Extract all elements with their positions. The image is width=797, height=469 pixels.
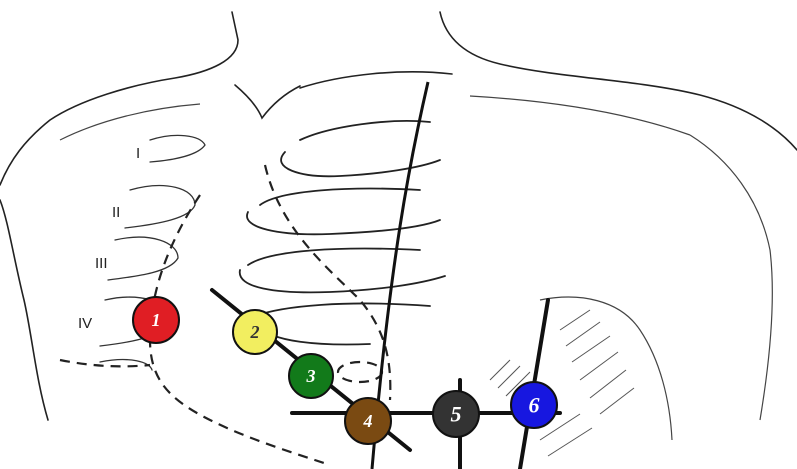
rib-label-1: I (136, 145, 140, 162)
electrode-6: 6 (511, 382, 557, 428)
heart-contour (60, 165, 390, 465)
electrode-label-4: 4 (363, 411, 373, 431)
electrode-4: 4 (345, 398, 391, 444)
rib-label-2: II (112, 204, 120, 221)
electrode-label-2: 2 (250, 322, 260, 342)
electrode-label-6: 6 (529, 393, 540, 418)
electrode-3: 3 (289, 354, 333, 398)
rib-label-3: III (95, 255, 108, 272)
electrode-1: 1 (133, 297, 179, 343)
electrode-label-5: 5 (451, 402, 462, 427)
electrode-label-1: 1 (152, 310, 161, 330)
rib-label-4: IV (78, 315, 92, 332)
electrode-label-3: 3 (306, 366, 316, 386)
muscle-shading (490, 310, 634, 456)
left-ribs (240, 121, 445, 345)
electrode-5: 5 (433, 391, 479, 437)
electrode-2: 2 (233, 310, 277, 354)
